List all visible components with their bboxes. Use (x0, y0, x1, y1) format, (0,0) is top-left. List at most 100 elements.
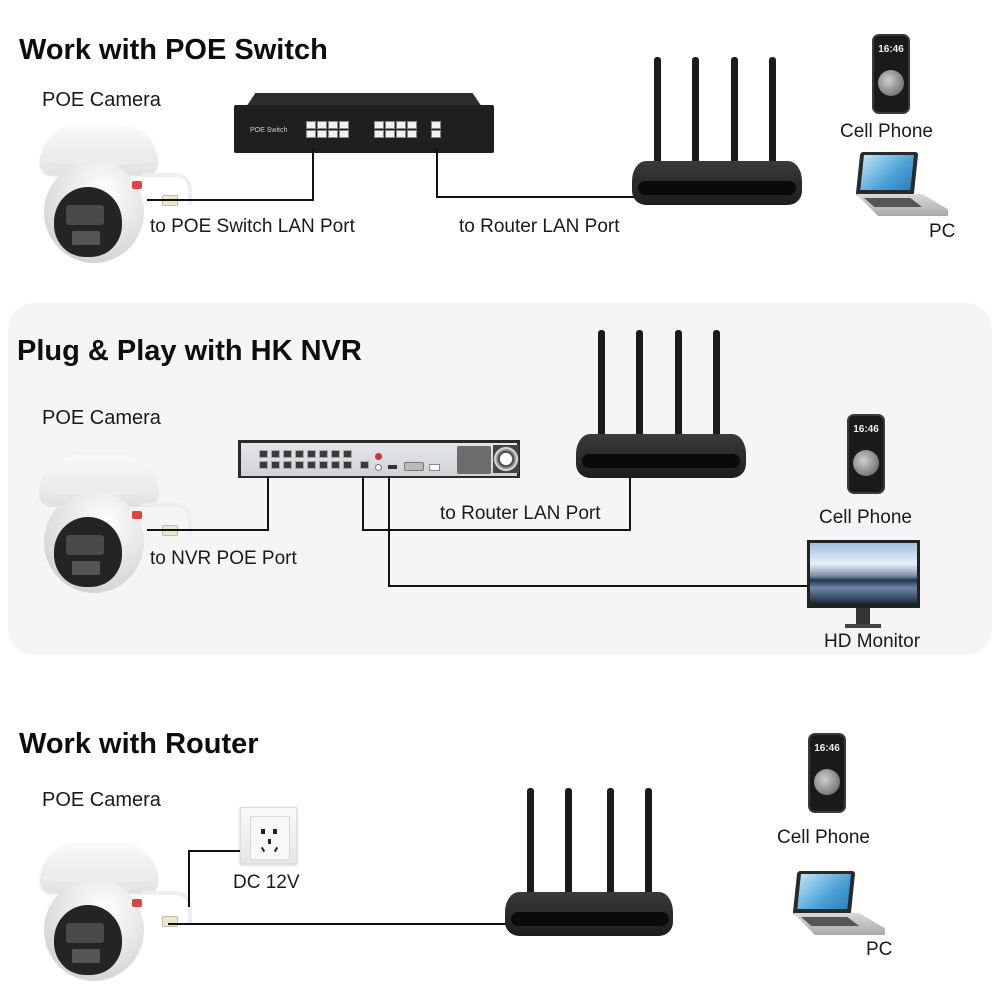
cell-phone-label: Cell Phone (819, 507, 912, 528)
outlet-hole (273, 846, 279, 853)
rj45-plug-icon (162, 916, 178, 927)
outlet-hole (268, 839, 271, 844)
phone-time: 16:46 (853, 424, 879, 435)
antenna (769, 57, 776, 172)
poe-camera (30, 843, 192, 983)
camera-ir-icon (72, 949, 100, 963)
port (343, 450, 352, 458)
port (331, 461, 340, 469)
camera-ring (42, 485, 156, 495)
switch-uplink-ports (431, 121, 441, 138)
link-label-nvr-poe: to NVR POE Port (150, 548, 297, 569)
moon-icon (853, 450, 879, 476)
vga-port-icon (404, 462, 424, 471)
poe-camera (30, 455, 192, 595)
poe-switch: POE Switch (234, 93, 494, 153)
hd-monitor-icon (807, 540, 920, 630)
power-label: DC 12V (233, 872, 300, 893)
laptop-display (797, 874, 851, 909)
port (407, 130, 417, 138)
port (431, 130, 441, 138)
cell-phone-icon: 16:46 (847, 414, 885, 494)
antenna (645, 788, 652, 903)
nvr-poe-ports (259, 450, 352, 469)
antenna (675, 330, 682, 445)
usb-port-icon (429, 464, 440, 471)
audio-in-icon (375, 453, 382, 460)
nvr-lan-port (360, 461, 369, 469)
power-socket-icon (457, 446, 491, 474)
port (306, 130, 316, 138)
port (283, 450, 292, 458)
hk-nvr (238, 440, 520, 478)
antenna (692, 57, 699, 172)
antenna (565, 788, 572, 903)
camera-cable (142, 891, 192, 923)
cell-phone-icon: 16:46 (872, 34, 910, 114)
camera-cable (142, 173, 192, 205)
hd-monitor-label: HD Monitor (824, 631, 921, 652)
link-label-switch-lan: to POE Switch LAN Port (150, 216, 355, 237)
camera-cable (142, 503, 192, 535)
cable-hdmi-vertical (388, 476, 390, 587)
laptop-keyboard (801, 917, 859, 926)
hdmi-port-icon (388, 465, 397, 469)
port (407, 121, 417, 129)
camera-logo-icon (132, 899, 142, 907)
port (271, 461, 280, 469)
port (307, 461, 316, 469)
antenna (731, 57, 738, 172)
switch-front: POE Switch (234, 105, 494, 153)
port (374, 121, 384, 129)
outlet-hole (261, 829, 265, 834)
port (431, 121, 441, 129)
port (307, 450, 316, 458)
laptop-keyboard (864, 198, 922, 207)
camera-ir-icon (72, 561, 100, 575)
port (396, 121, 406, 129)
antenna (598, 330, 605, 445)
port (328, 130, 338, 138)
poe-camera (30, 125, 192, 265)
cable-camera-to-switch-vertical (312, 148, 314, 201)
cable-router-vertical (629, 472, 631, 531)
switch-ports-group-1 (306, 121, 349, 138)
port (259, 461, 268, 469)
camera-ring (42, 873, 156, 883)
laptop-display (860, 155, 914, 190)
antenna (654, 57, 661, 172)
cable-hdmi-to-monitor (388, 585, 808, 587)
cable-nvr-to-router (362, 529, 631, 531)
phone-time: 16:46 (814, 743, 840, 754)
router (576, 330, 746, 480)
pc-label: PC (866, 939, 893, 960)
port (306, 121, 316, 129)
moon-icon (878, 70, 904, 96)
camera-lens-icon (66, 923, 104, 943)
camera-label: POE Camera (42, 407, 161, 429)
port (385, 130, 395, 138)
cable-camera-to-router (168, 923, 512, 925)
switch-top (246, 93, 482, 107)
link-label-router-lan: to Router LAN Port (459, 216, 620, 237)
cell-phone-label: Cell Phone (840, 121, 933, 142)
port (295, 450, 304, 458)
port (396, 130, 406, 138)
section-title-router: Work with Router (19, 728, 259, 760)
antenna (607, 788, 614, 903)
router-slot (511, 912, 669, 926)
port (374, 130, 384, 138)
cable-switch-to-router-vertical (436, 148, 438, 198)
cable-camera-to-switch (147, 199, 314, 201)
router-slot (638, 181, 796, 195)
link-label-router-lan: to Router LAN Port (440, 503, 601, 524)
camera-label: POE Camera (42, 89, 161, 111)
cell-phone-icon: 16:46 (808, 733, 846, 813)
router (505, 788, 675, 938)
monitor-foot (845, 624, 881, 628)
cable-nvr-to-router-vertical (362, 476, 364, 531)
cable-camera-to-nvr-vertical (267, 476, 269, 531)
port (339, 130, 349, 138)
cell-phone-label: Cell Phone (777, 827, 870, 848)
port (317, 121, 327, 129)
